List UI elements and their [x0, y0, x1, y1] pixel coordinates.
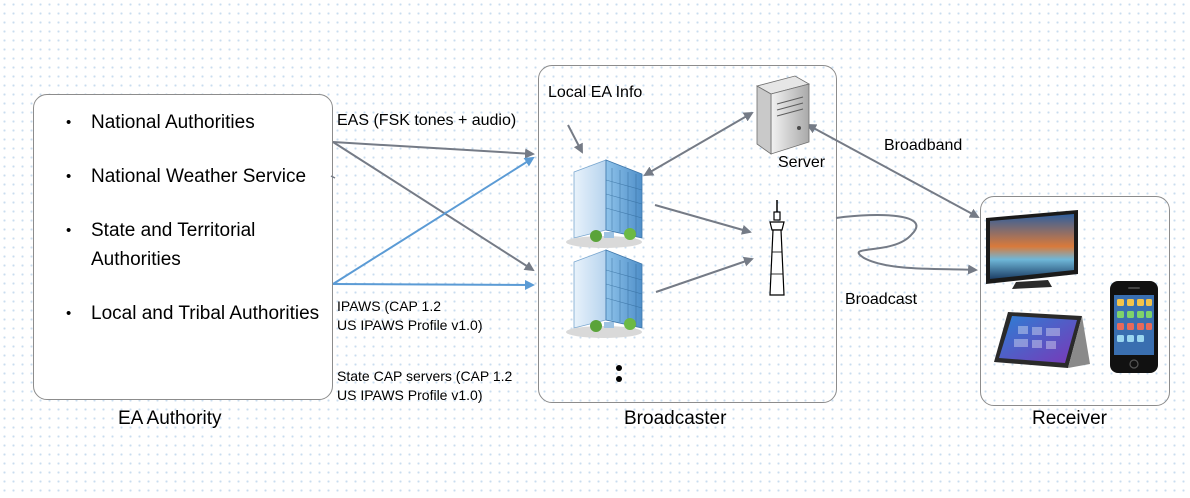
authority-item: •National Authorities	[66, 112, 255, 133]
broadcast-arrow	[835, 214, 978, 275]
building-server-arrow	[643, 111, 754, 177]
building-tower-arrow-bottom	[655, 256, 754, 293]
ipaws-arrow-bottom	[332, 279, 535, 290]
eas-arrow-top	[332, 141, 535, 159]
phone-icon	[1110, 281, 1158, 373]
ea-authority-caption: EA Authority	[118, 408, 222, 429]
ea-authority-box	[33, 94, 333, 400]
authority-item: •State and Territorial Authorities	[66, 220, 256, 270]
receiver-caption: Receiver	[1032, 408, 1107, 429]
receiver-box	[980, 196, 1170, 406]
eas-arrow-cross	[332, 141, 535, 272]
tv-icon	[986, 210, 1078, 289]
building-icon-bottom	[566, 249, 643, 338]
ipaws-arrow-cross	[332, 156, 535, 285]
authority-item: •National Weather Service	[66, 166, 307, 187]
broadcast-tower-icon	[769, 200, 785, 296]
building-tower-arrow-top	[654, 204, 752, 235]
local-info-arrow	[567, 124, 583, 154]
local-ea-info-label: Local EA Info	[548, 84, 643, 101]
more-dots	[616, 365, 622, 382]
authority-item: •Local and Tribal Authorities	[66, 303, 320, 324]
state-cap-label: State CAP servers (CAP 1.2 US IPAWS Prof…	[337, 368, 513, 403]
eas-label: EAS (FSK tones + audio)	[337, 112, 517, 129]
ipaws-label: IPAWS (CAP 1.2 US IPAWS Profile v1.0)	[337, 298, 483, 333]
broadcaster-caption: Broadcaster	[624, 408, 727, 429]
server-icon	[755, 75, 811, 155]
broadcast-label: Broadcast	[845, 291, 918, 308]
broadcaster-box	[538, 65, 837, 403]
building-icon-top	[566, 159, 643, 248]
broadband-arrow	[806, 124, 980, 218]
tablet-icon	[994, 312, 1090, 368]
authority-list: •National Authorities •National Weather …	[62, 108, 322, 353]
